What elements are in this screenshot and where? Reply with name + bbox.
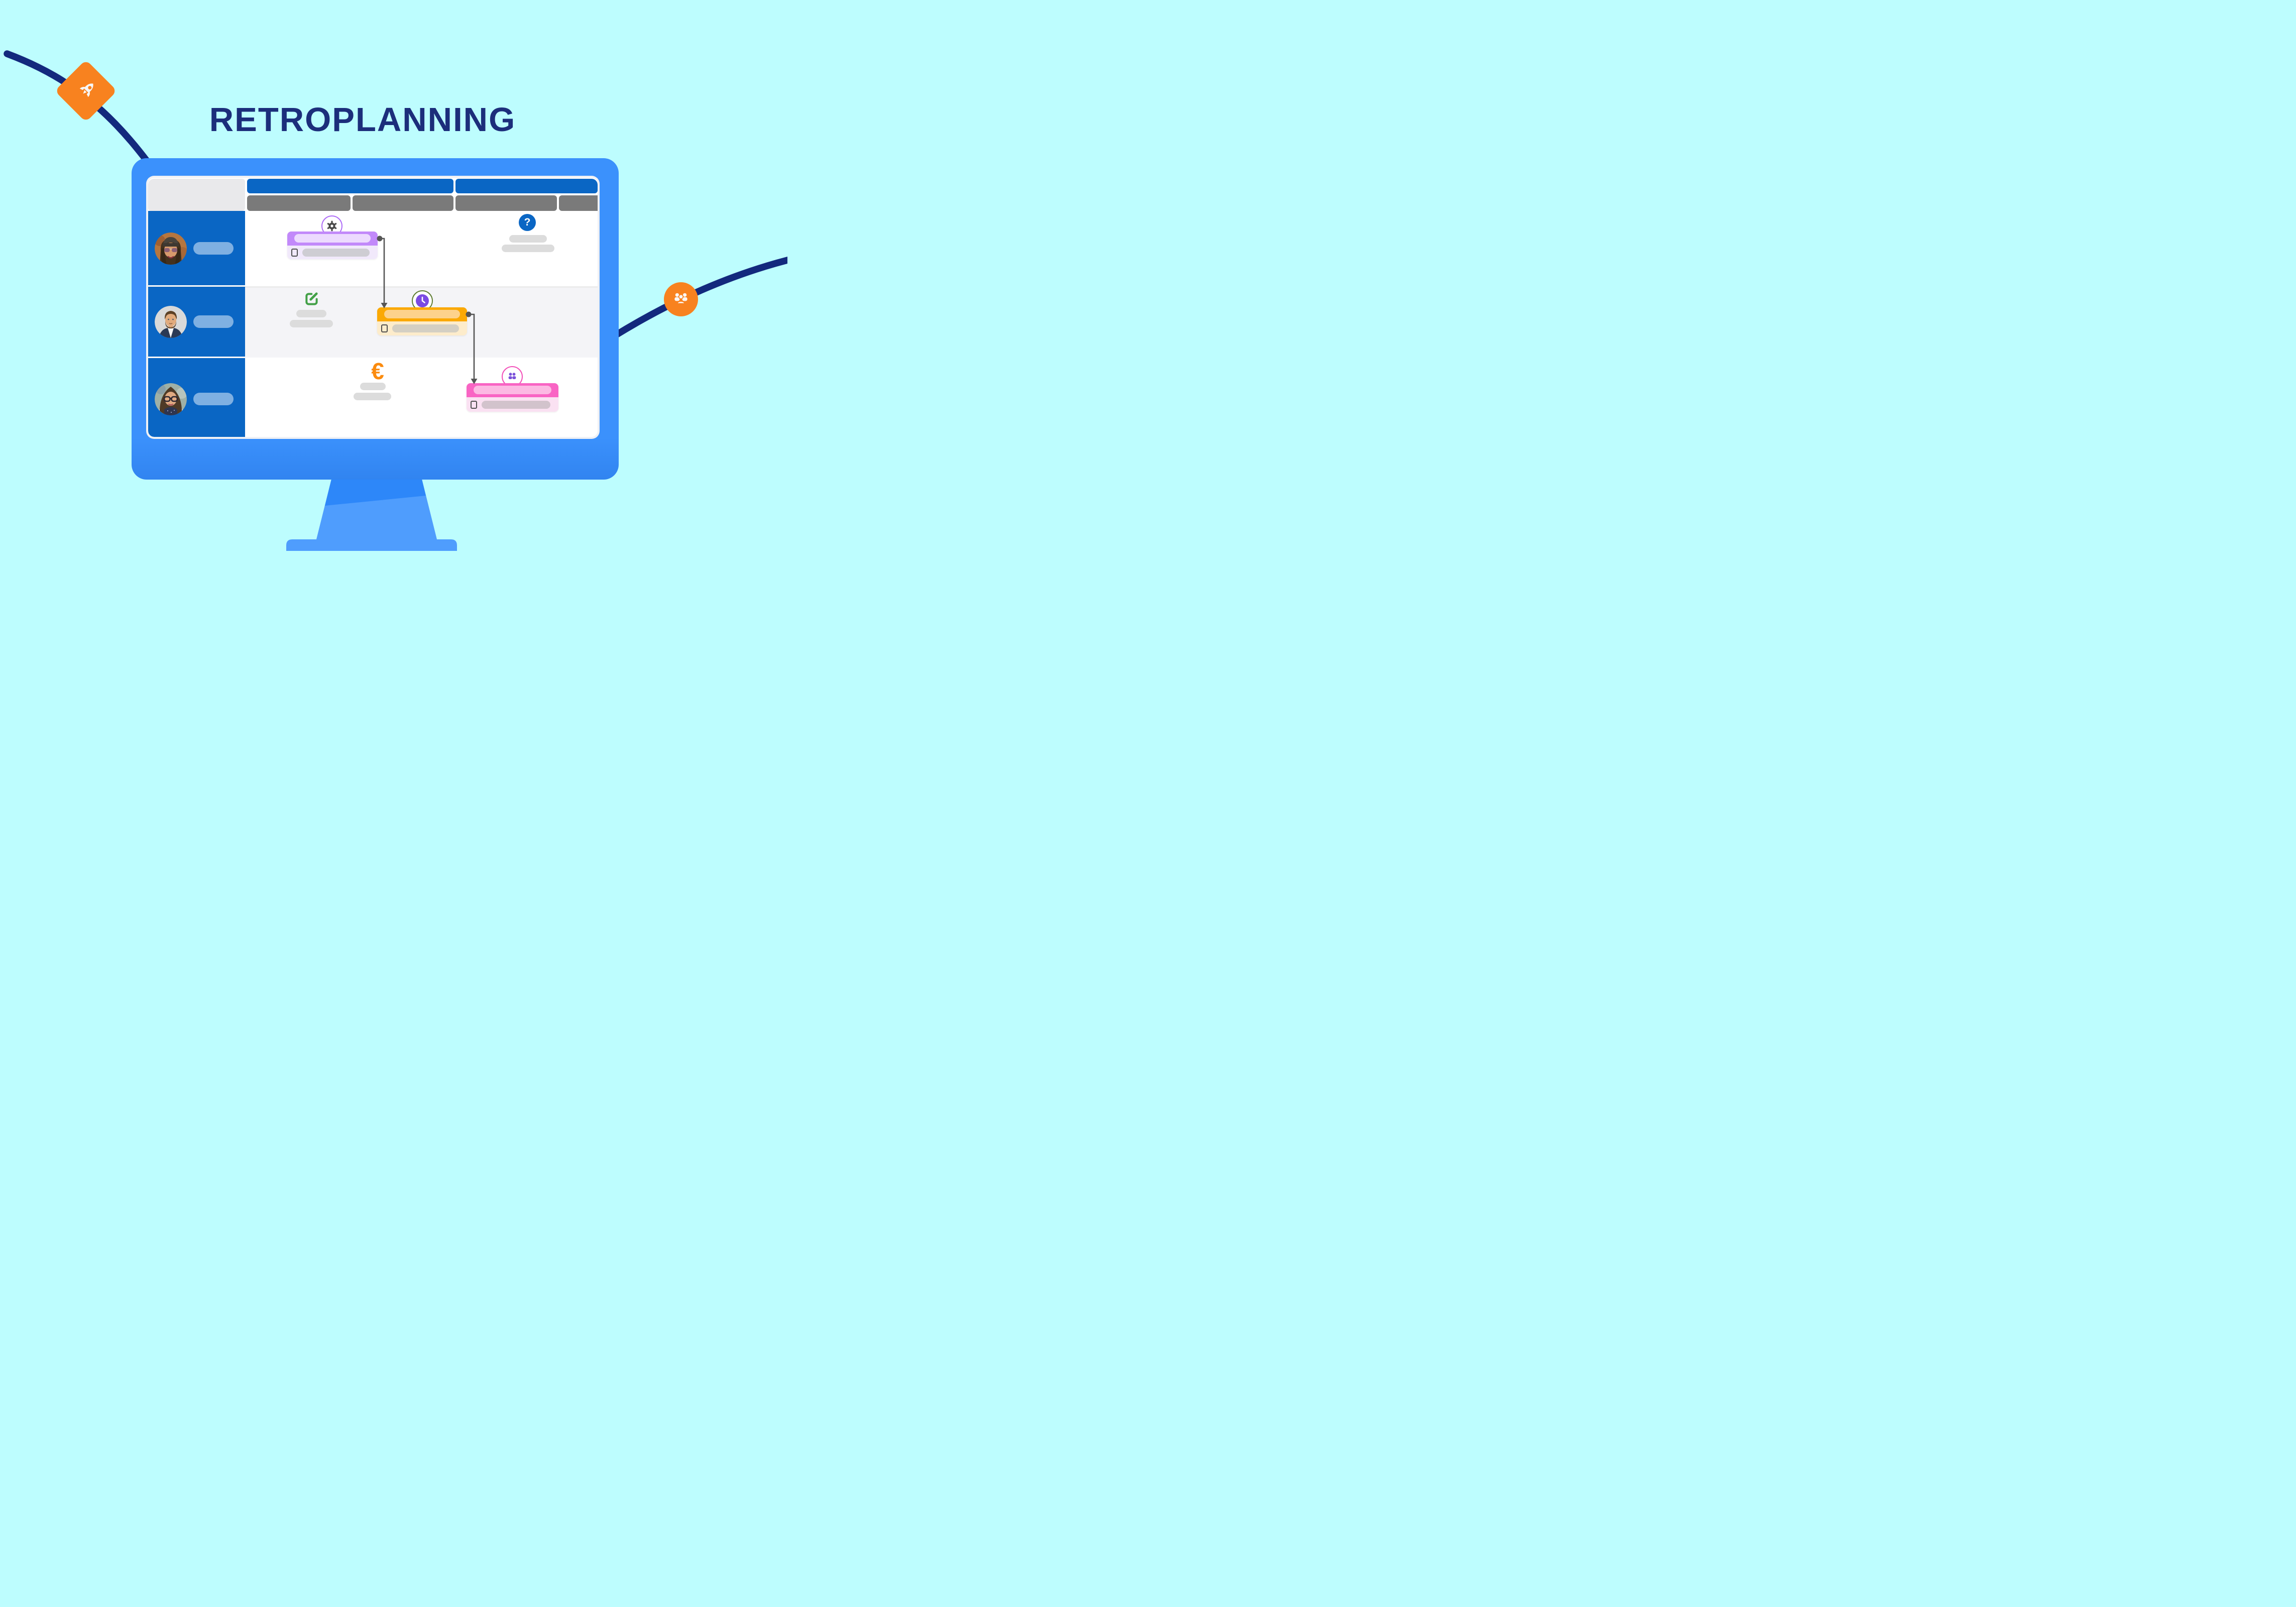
header-week-bar-4 (559, 195, 598, 211)
monitor-screen-bezel: ? (146, 176, 600, 439)
note-placeholder (296, 310, 326, 317)
task-title-placeholder (474, 386, 551, 394)
member-name-placeholder (193, 393, 234, 405)
task-card-purple[interactable] (287, 232, 378, 259)
task-subtitle-placeholder (482, 400, 550, 409)
monitor-stand (286, 479, 457, 551)
task-checkbox[interactable] (291, 248, 298, 257)
header-month-bar-1 (247, 179, 453, 193)
note-placeholder (509, 235, 547, 243)
member-name-placeholder (193, 242, 234, 255)
task-card-orange[interactable] (377, 307, 467, 335)
avatar-member-1 (155, 233, 187, 265)
note-placeholder (354, 393, 391, 400)
avatar-member-3 (155, 383, 187, 415)
member-cell-1 (148, 211, 245, 285)
edit-icon (304, 290, 320, 309)
monitor: ? (132, 158, 619, 480)
team-badge (664, 282, 698, 316)
team-icon (671, 289, 691, 310)
header-week-bar-1 (247, 195, 351, 211)
member-cell-2 (148, 287, 245, 357)
dependency-connectors (377, 236, 478, 384)
question-icon: ? (519, 214, 536, 231)
note-placeholder (502, 245, 554, 252)
note-placeholder (360, 383, 386, 390)
task-title-placeholder (384, 310, 460, 318)
member-cell-3 (148, 358, 245, 437)
member-name-placeholder (193, 315, 234, 328)
planner-app: ? (148, 178, 598, 437)
dependency-arrow-2 (466, 311, 478, 384)
euro-icon: € (371, 358, 384, 384)
task-subtitle-placeholder (392, 324, 459, 332)
rocket-icon (70, 75, 102, 107)
header-week-bar-2 (353, 195, 453, 211)
task-subtitle-placeholder (302, 248, 370, 257)
dependency-arrow-1 (377, 236, 388, 308)
note-placeholder (290, 320, 333, 327)
task-checkbox[interactable] (471, 400, 477, 409)
task-card-pink[interactable] (467, 383, 558, 412)
timeline-curve-right (612, 257, 787, 339)
header-corner-cell (148, 179, 245, 211)
task-title-placeholder (294, 234, 371, 243)
task-checkbox[interactable] (381, 324, 388, 332)
question-glyph: ? (524, 216, 531, 228)
rocket-badge (54, 59, 118, 123)
header-month-bar-2 (455, 179, 598, 193)
page-title: RETROPLANNING (209, 101, 516, 139)
monitor-base (286, 539, 457, 551)
avatar-member-2 (155, 306, 187, 338)
header-week-bar-3 (455, 195, 557, 211)
